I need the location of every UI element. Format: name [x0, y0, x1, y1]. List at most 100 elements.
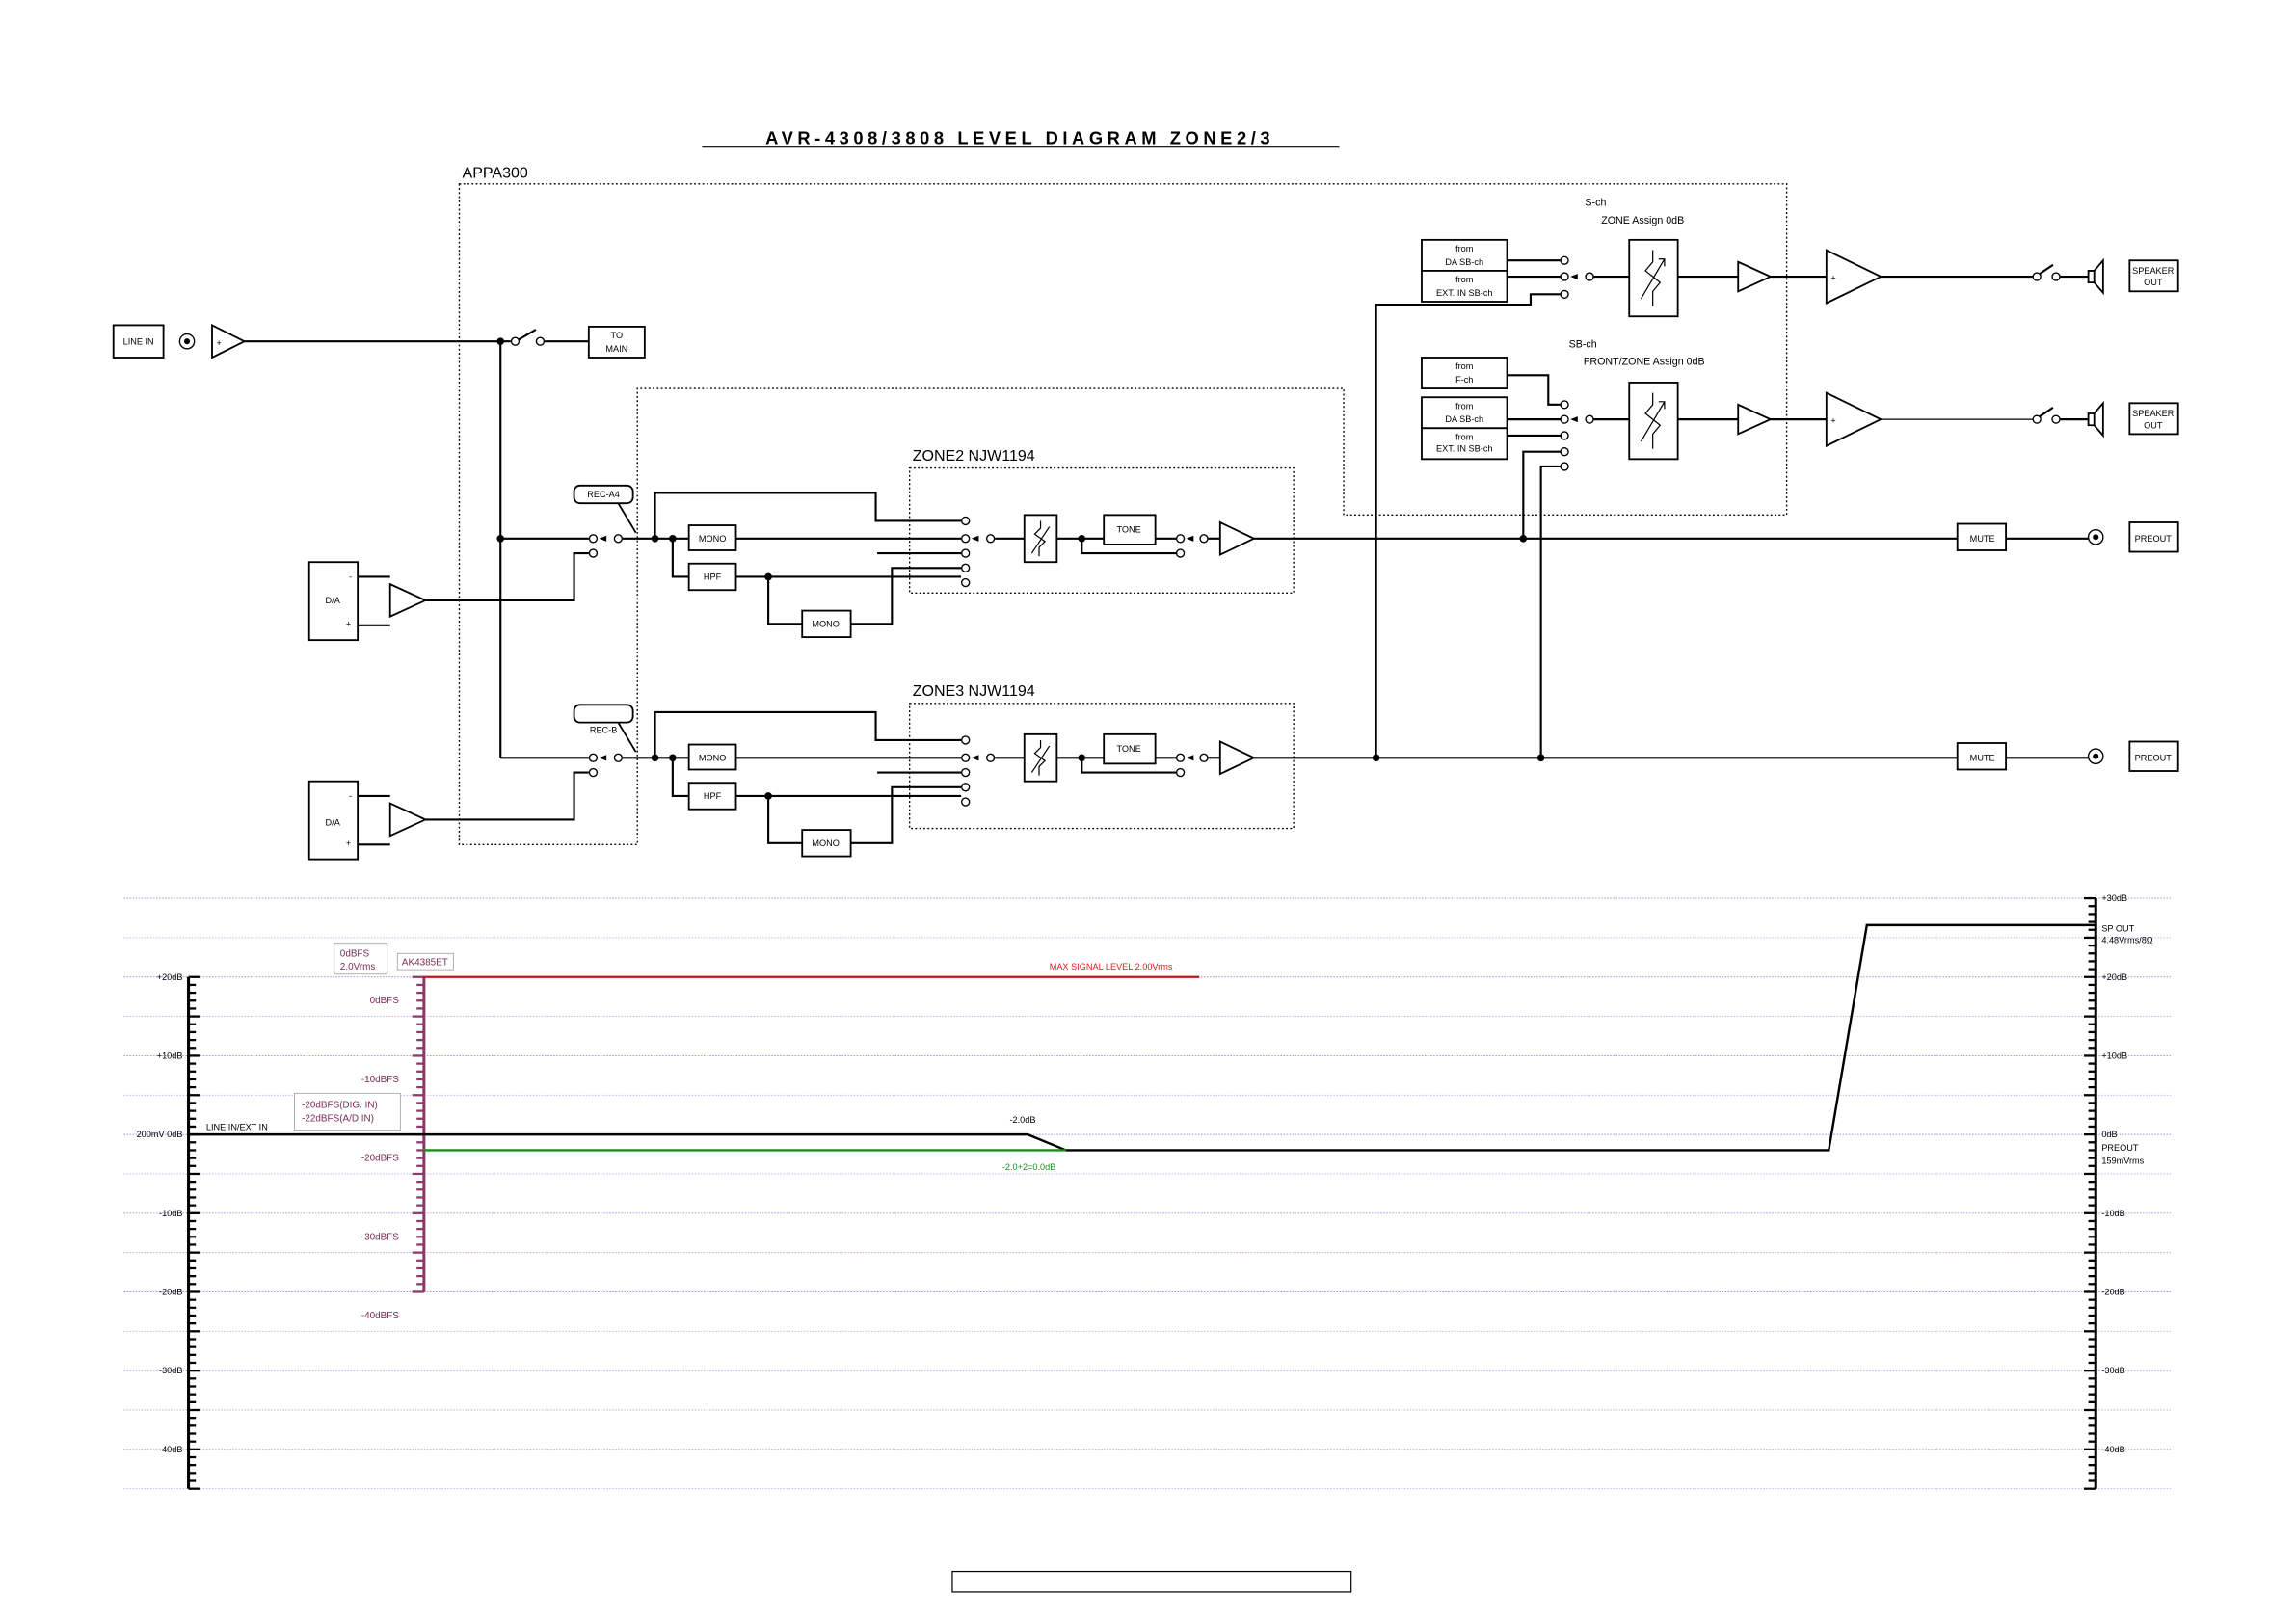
junction	[651, 534, 659, 543]
sbch-power-amp-icon	[1825, 391, 1883, 448]
switch-contact	[1175, 767, 1186, 778]
hpf-label: HPF	[704, 572, 722, 582]
mono-box	[801, 829, 852, 858]
da-converter-box	[307, 561, 360, 642]
switch-contact	[588, 767, 599, 778]
right-tick-label: -10dB	[2101, 1209, 2124, 1218]
input-selector-contact	[961, 534, 971, 544]
tone-box	[1103, 514, 1157, 545]
junction	[669, 754, 677, 762]
tone-label: TONE	[1117, 744, 1141, 754]
chart-series	[188, 923, 2096, 1152]
input-selector-contact	[961, 767, 971, 778]
dac-dig-in-label: -20dBFS(DIG. IN)	[302, 1101, 378, 1111]
preout-box	[2128, 740, 2179, 772]
da-plus: +	[346, 619, 351, 628]
selector-arrow-icon	[971, 755, 979, 761]
ext-sbch-label: EXT. IN SB-ch	[1436, 444, 1493, 454]
hpf-box	[687, 562, 737, 592]
mono-label: MONO	[812, 838, 839, 848]
from-ext-sbch-box	[1421, 270, 1508, 303]
selector-arrow-icon	[1186, 755, 1194, 761]
from-da-sbch-box	[1421, 396, 1508, 430]
da-label: D/A	[326, 596, 341, 605]
dac-tick-label: -20dBFS	[361, 1154, 399, 1164]
zone2-labels: REC-A4 MONO HPF MONO TONE D/A - + MUTE P…	[326, 490, 2173, 628]
jack-center	[183, 338, 191, 345]
dac-ref-voltage: 2.0Vrms	[340, 962, 376, 972]
mono-box	[687, 524, 737, 551]
left-tick-label: -40dB	[159, 1445, 182, 1454]
zone2-label: ZONE2 NJW1194	[913, 447, 1035, 465]
tone-label: TONE	[1117, 525, 1141, 535]
line-in-box	[112, 324, 165, 359]
switch-contact	[1199, 753, 1209, 762]
da-sbch-label: DA SB-ch	[1445, 257, 1483, 267]
mute-label: MUTE	[1970, 534, 1995, 544]
speaker-relay-icon	[2039, 407, 2054, 417]
from-da-sbch-box	[1421, 238, 1508, 272]
rec-b-label: REC-B	[590, 725, 618, 734]
sbch-title: SB-ch	[1569, 338, 1597, 350]
sch-power-amp-icon	[1825, 249, 1883, 305]
page-footer-box	[951, 1570, 1352, 1593]
dac-tick-label: -30dBFS	[361, 1232, 399, 1242]
rec-a4-label: REC-A4	[587, 490, 620, 499]
sch-title: S-ch	[1585, 198, 1606, 209]
input-selector-contact	[961, 577, 971, 588]
from-label: from	[1455, 401, 1474, 411]
output-buffer-icon	[1218, 740, 1257, 776]
zone3-region	[908, 703, 1295, 830]
speaker-out-label-2: OUT	[2144, 420, 2163, 430]
sbch-buffer-icon	[1737, 403, 1774, 436]
ext-sbch-label: EXT. IN SB-ch	[1436, 288, 1493, 298]
da-opamp-icon	[388, 582, 428, 619]
da-plus: +	[346, 838, 351, 848]
da-label: D/A	[326, 818, 341, 828]
from-fch-box	[1421, 357, 1508, 389]
junction	[651, 754, 659, 762]
sp-out-label: SP OUT	[2101, 923, 2134, 933]
input-buffer-icon	[211, 323, 247, 359]
chart-annotations: 0dBFS 2.0Vrms AK4385ET -20dBFS(DIG. IN) …	[206, 923, 2153, 1171]
da-sbch-label: DA SB-ch	[1445, 414, 1483, 424]
amp-plus: +	[1830, 274, 1835, 283]
jack-center	[2093, 534, 2099, 541]
input-selector-contact	[961, 797, 971, 807]
left-tick-label: +10dB	[157, 1051, 183, 1060]
mono-box	[687, 743, 737, 771]
speaker-relay-icon	[2039, 263, 2054, 275]
output-buffer-icon	[1218, 520, 1257, 557]
speaker-out-label-2: OUT	[2144, 278, 2163, 287]
preout-box	[2128, 521, 2179, 553]
input-selector-contact	[961, 548, 971, 558]
from-label: from	[1455, 432, 1474, 441]
right-tick-label: -30dB	[2101, 1366, 2124, 1375]
switch-contact	[613, 753, 624, 762]
switch-contact	[985, 534, 996, 544]
junction	[669, 534, 677, 543]
left-tick-label: +20dB	[157, 972, 183, 982]
left-tick-label: 200mV 0dB	[137, 1130, 183, 1139]
mute-box	[1956, 522, 2008, 551]
amp-plus: +	[1830, 416, 1835, 426]
speaker-out-label-1: SPEAKER	[2132, 266, 2175, 276]
switch-contact	[1175, 534, 1186, 544]
selector-arrow-icon	[971, 535, 979, 542]
speaker-out-box	[2128, 259, 2179, 293]
junction	[764, 572, 772, 581]
zone3-labels: REC-B MONO HPF MONO TONE D/A - + MUTE PR…	[326, 725, 2173, 848]
jack-center	[2093, 753, 2099, 759]
buffer-plus: +	[217, 338, 222, 348]
fch-label: F-ch	[1455, 375, 1473, 385]
right-tick-label: -40dB	[2101, 1445, 2124, 1454]
left-tick-label: -30dB	[159, 1366, 182, 1375]
from-label: from	[1455, 244, 1474, 253]
mute-box	[1956, 742, 2008, 771]
from-label: from	[1455, 361, 1474, 371]
to-main-label-2: MAIN	[605, 344, 627, 354]
da-minus: -	[349, 572, 352, 582]
input-selector-contact	[961, 563, 971, 572]
